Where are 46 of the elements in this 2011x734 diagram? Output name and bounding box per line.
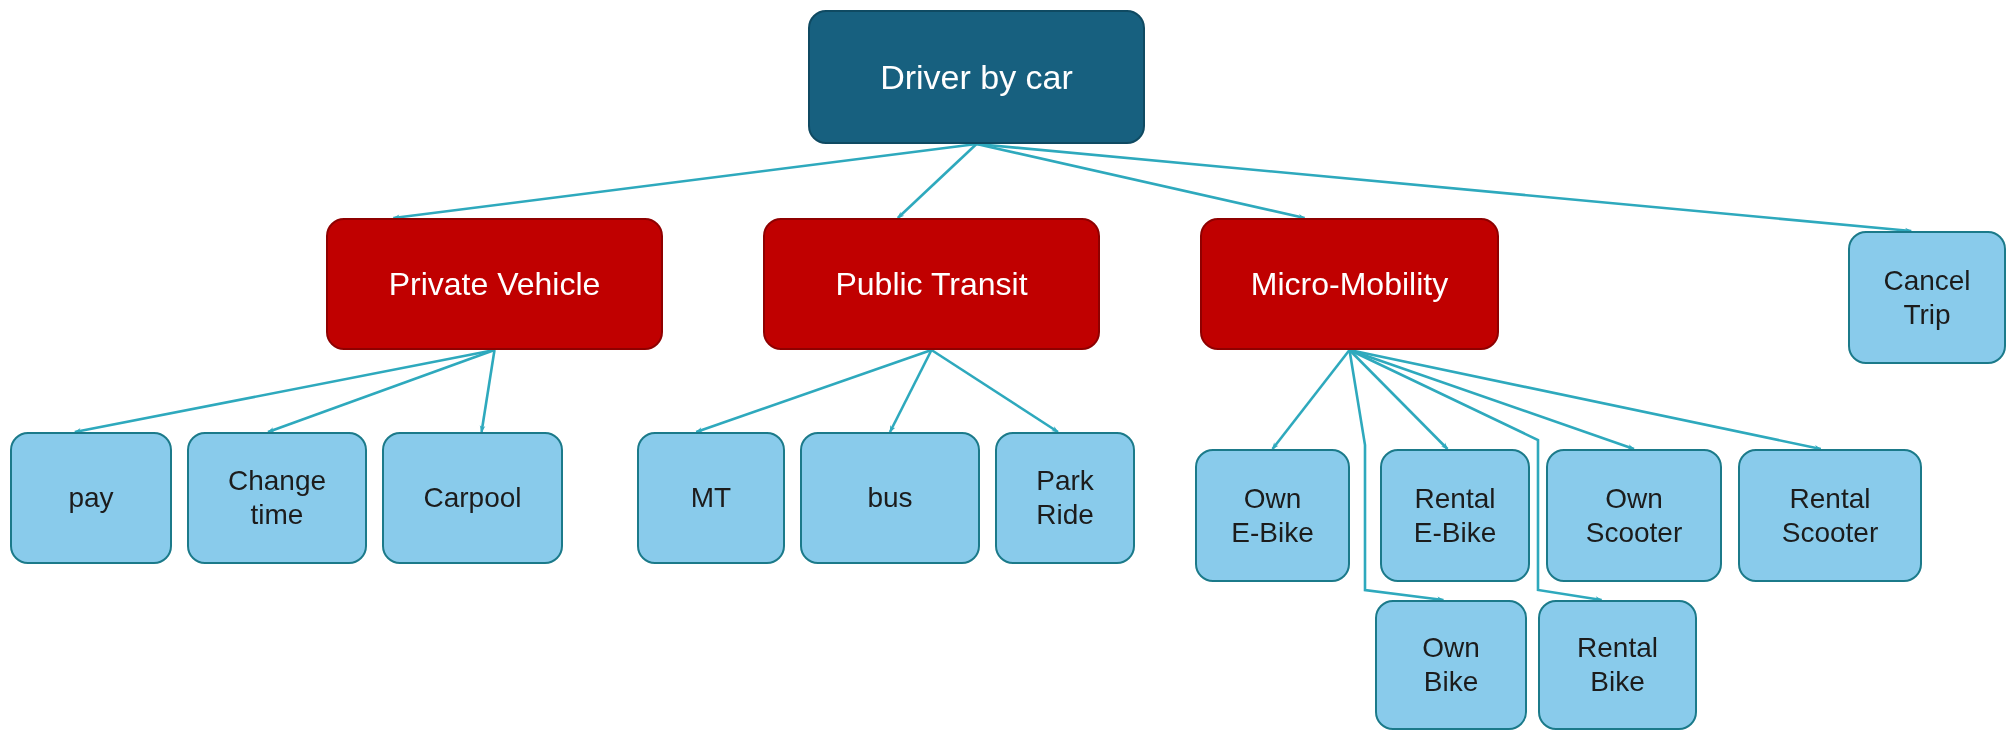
box-label: Cancel Trip [1883,263,1971,332]
arrow [267,348,495,434]
box-label: bus [867,481,913,515]
arrow [976,142,1306,220]
arrow [1348,349,1449,450]
arrow [976,142,1912,234]
option-box [995,432,1135,564]
box-label: Carpool [423,481,522,515]
category-box [763,218,1100,350]
box-label: Rental Bike [1577,631,1658,699]
arrow [479,349,496,433]
box-label: MT [690,481,732,515]
arrow [1271,349,1351,450]
arrow [896,143,978,219]
box-label: Driver by car [880,56,1073,98]
arrow [695,348,932,434]
option-box [10,432,172,564]
arrow [1348,349,1445,602]
option-box [1380,449,1530,582]
box-label: Micro-Mobility [1250,264,1449,304]
box-label: Park Ride [1036,464,1094,532]
box-label: Own E-Bike [1231,481,1314,550]
box-label: Change time [227,464,327,532]
box-label: Own Bike [1422,631,1480,699]
category-box [326,218,663,350]
option-box [187,432,367,564]
box-label: Public Transit [835,264,1028,304]
root-box [808,10,1145,144]
box-label: pay [68,481,114,515]
option-box [382,432,563,564]
box-label: Private Vehicle [388,264,601,304]
box-label: Own Scooter [1585,481,1683,550]
arrow [930,348,1059,434]
box-label: Rental Scooter [1781,481,1879,550]
option-box [1738,449,1922,582]
category-box [1200,218,1499,350]
option-box [1375,600,1527,730]
box-label: Rental E-Bike [1413,481,1497,550]
option-box [637,432,785,564]
option-box [1195,449,1350,582]
option-box [1538,600,1697,730]
arrow [392,142,977,220]
option-box [800,432,980,564]
arrow [888,349,933,433]
option-box [1546,449,1722,582]
option-box [1848,231,2006,364]
